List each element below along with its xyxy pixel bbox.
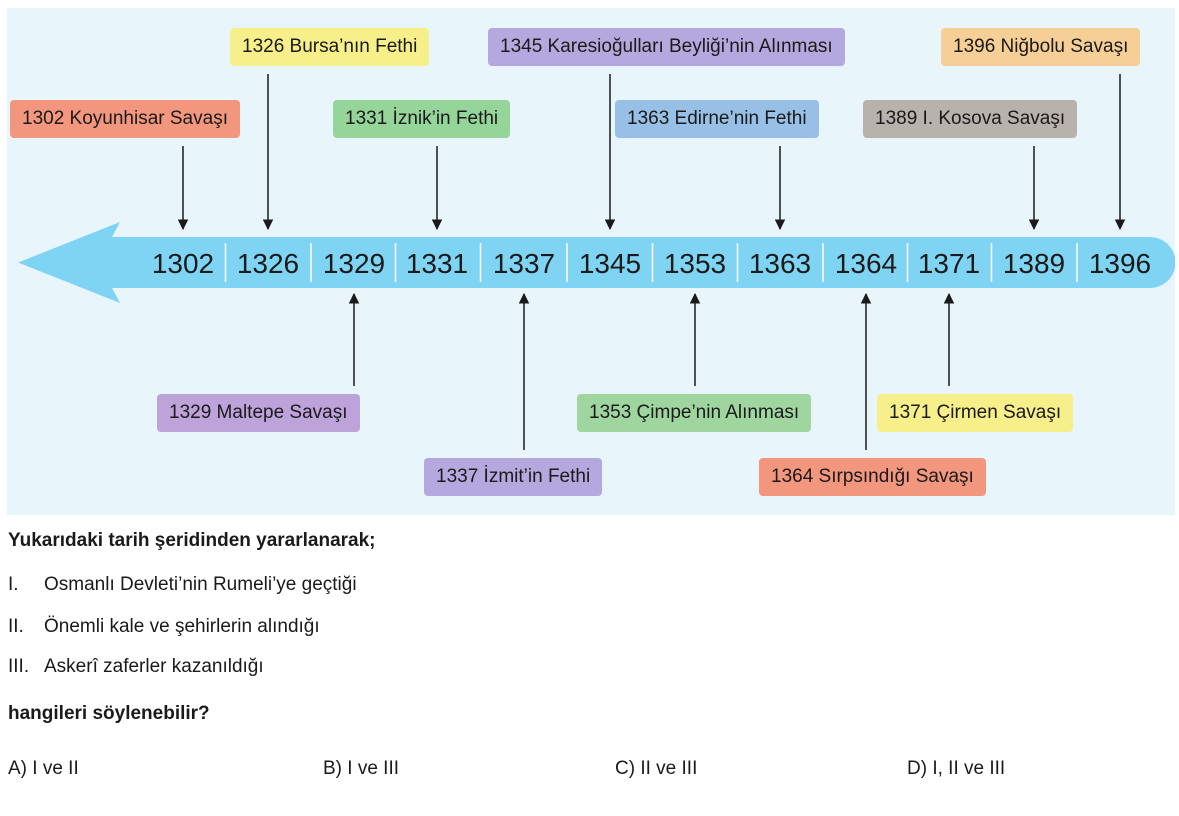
year-label: 1371 <box>918 248 980 279</box>
year-label: 1302 <box>152 248 214 279</box>
event-label-top: 1345 Karesioğulları Beyliği’nin Alınması <box>488 28 845 66</box>
option-item-1: I. Osmanlı Devleti’nin Rumeli’ye geçtiği <box>8 574 357 596</box>
year-label: 1345 <box>579 248 641 279</box>
year-label: 1331 <box>406 248 468 279</box>
question-intro: Yukarıdaki tarih şeridinden yararlanarak… <box>8 530 376 551</box>
year-label: 1396 <box>1089 248 1151 279</box>
option-item-2: II. Önemli kale ve şehirlerin alındığı <box>8 616 320 638</box>
answer-text: II ve III <box>640 758 698 779</box>
option-item-3: III. Askerî zaferler kazanıldığı <box>8 656 264 678</box>
answer-d[interactable]: D) I, II ve III <box>907 758 1005 780</box>
year-label: 1363 <box>749 248 811 279</box>
event-label-bottom: 1364 Sırpsındığı Savaşı <box>759 458 986 496</box>
answer-letter: A) <box>8 758 27 779</box>
answer-c[interactable]: C) II ve III <box>615 758 697 780</box>
option-number: I. <box>8 574 19 595</box>
answer-letter: B) <box>323 758 342 779</box>
event-label-top: 1302 Koyunhisar Savaşı <box>10 100 240 138</box>
answer-b[interactable]: B) I ve III <box>323 758 399 780</box>
year-label: 1326 <box>237 248 299 279</box>
question-prompt: hangileri söylenebilir? <box>8 703 210 724</box>
year-label: 1364 <box>835 248 897 279</box>
timeline-panel: 1302 1326 1329 1331 1337 1345 1353 1363 1364 1371… <box>7 8 1175 515</box>
event-label-top: 1389 I. Kosova Savaşı <box>863 100 1078 138</box>
event-label-bottom: 1337 İzmit’in Fethi <box>424 458 603 496</box>
answer-text: I ve II <box>32 758 79 779</box>
event-label-bottom: 1371 Çirmen Savaşı <box>877 394 1074 432</box>
timeline-graphic: 1302 1326 1329 1331 1337 1345 1353 1363 1364 1371… <box>18 74 1175 450</box>
event-label-top: 1396 Niğbolu Savaşı <box>941 28 1141 66</box>
option-number: III. <box>8 656 30 677</box>
year-label: 1337 <box>493 248 555 279</box>
year-label: 1329 <box>323 248 385 279</box>
option-number: II. <box>8 616 24 637</box>
option-text: Askerî zaferler kazanıldığı <box>44 656 264 677</box>
answer-letter: D) <box>907 758 928 779</box>
answer-text: I ve III <box>347 758 400 779</box>
year-label: 1353 <box>664 248 726 279</box>
year-label: 1389 <box>1003 248 1065 279</box>
event-label-top: 1331 İznik’in Fethi <box>333 100 511 138</box>
option-text: Önemli kale ve şehirlerin alındığı <box>44 616 320 637</box>
option-text: Osmanlı Devleti’nin Rumeli’ye geçtiği <box>44 574 357 595</box>
event-label-bottom: 1329 Maltepe Savaşı <box>157 394 360 432</box>
event-label-bottom: 1353 Çimpe’nin Alınması <box>577 394 812 432</box>
timeline-bar <box>18 222 1175 303</box>
answer-a[interactable]: A) I ve II <box>8 758 79 780</box>
event-label-top: 1363 Edirne’nin Fethi <box>615 100 819 138</box>
answer-text: I, II ve III <box>932 758 1006 779</box>
answer-letter: C) <box>615 758 636 779</box>
event-label-top: 1326 Bursa’nın Fethi <box>230 28 430 66</box>
